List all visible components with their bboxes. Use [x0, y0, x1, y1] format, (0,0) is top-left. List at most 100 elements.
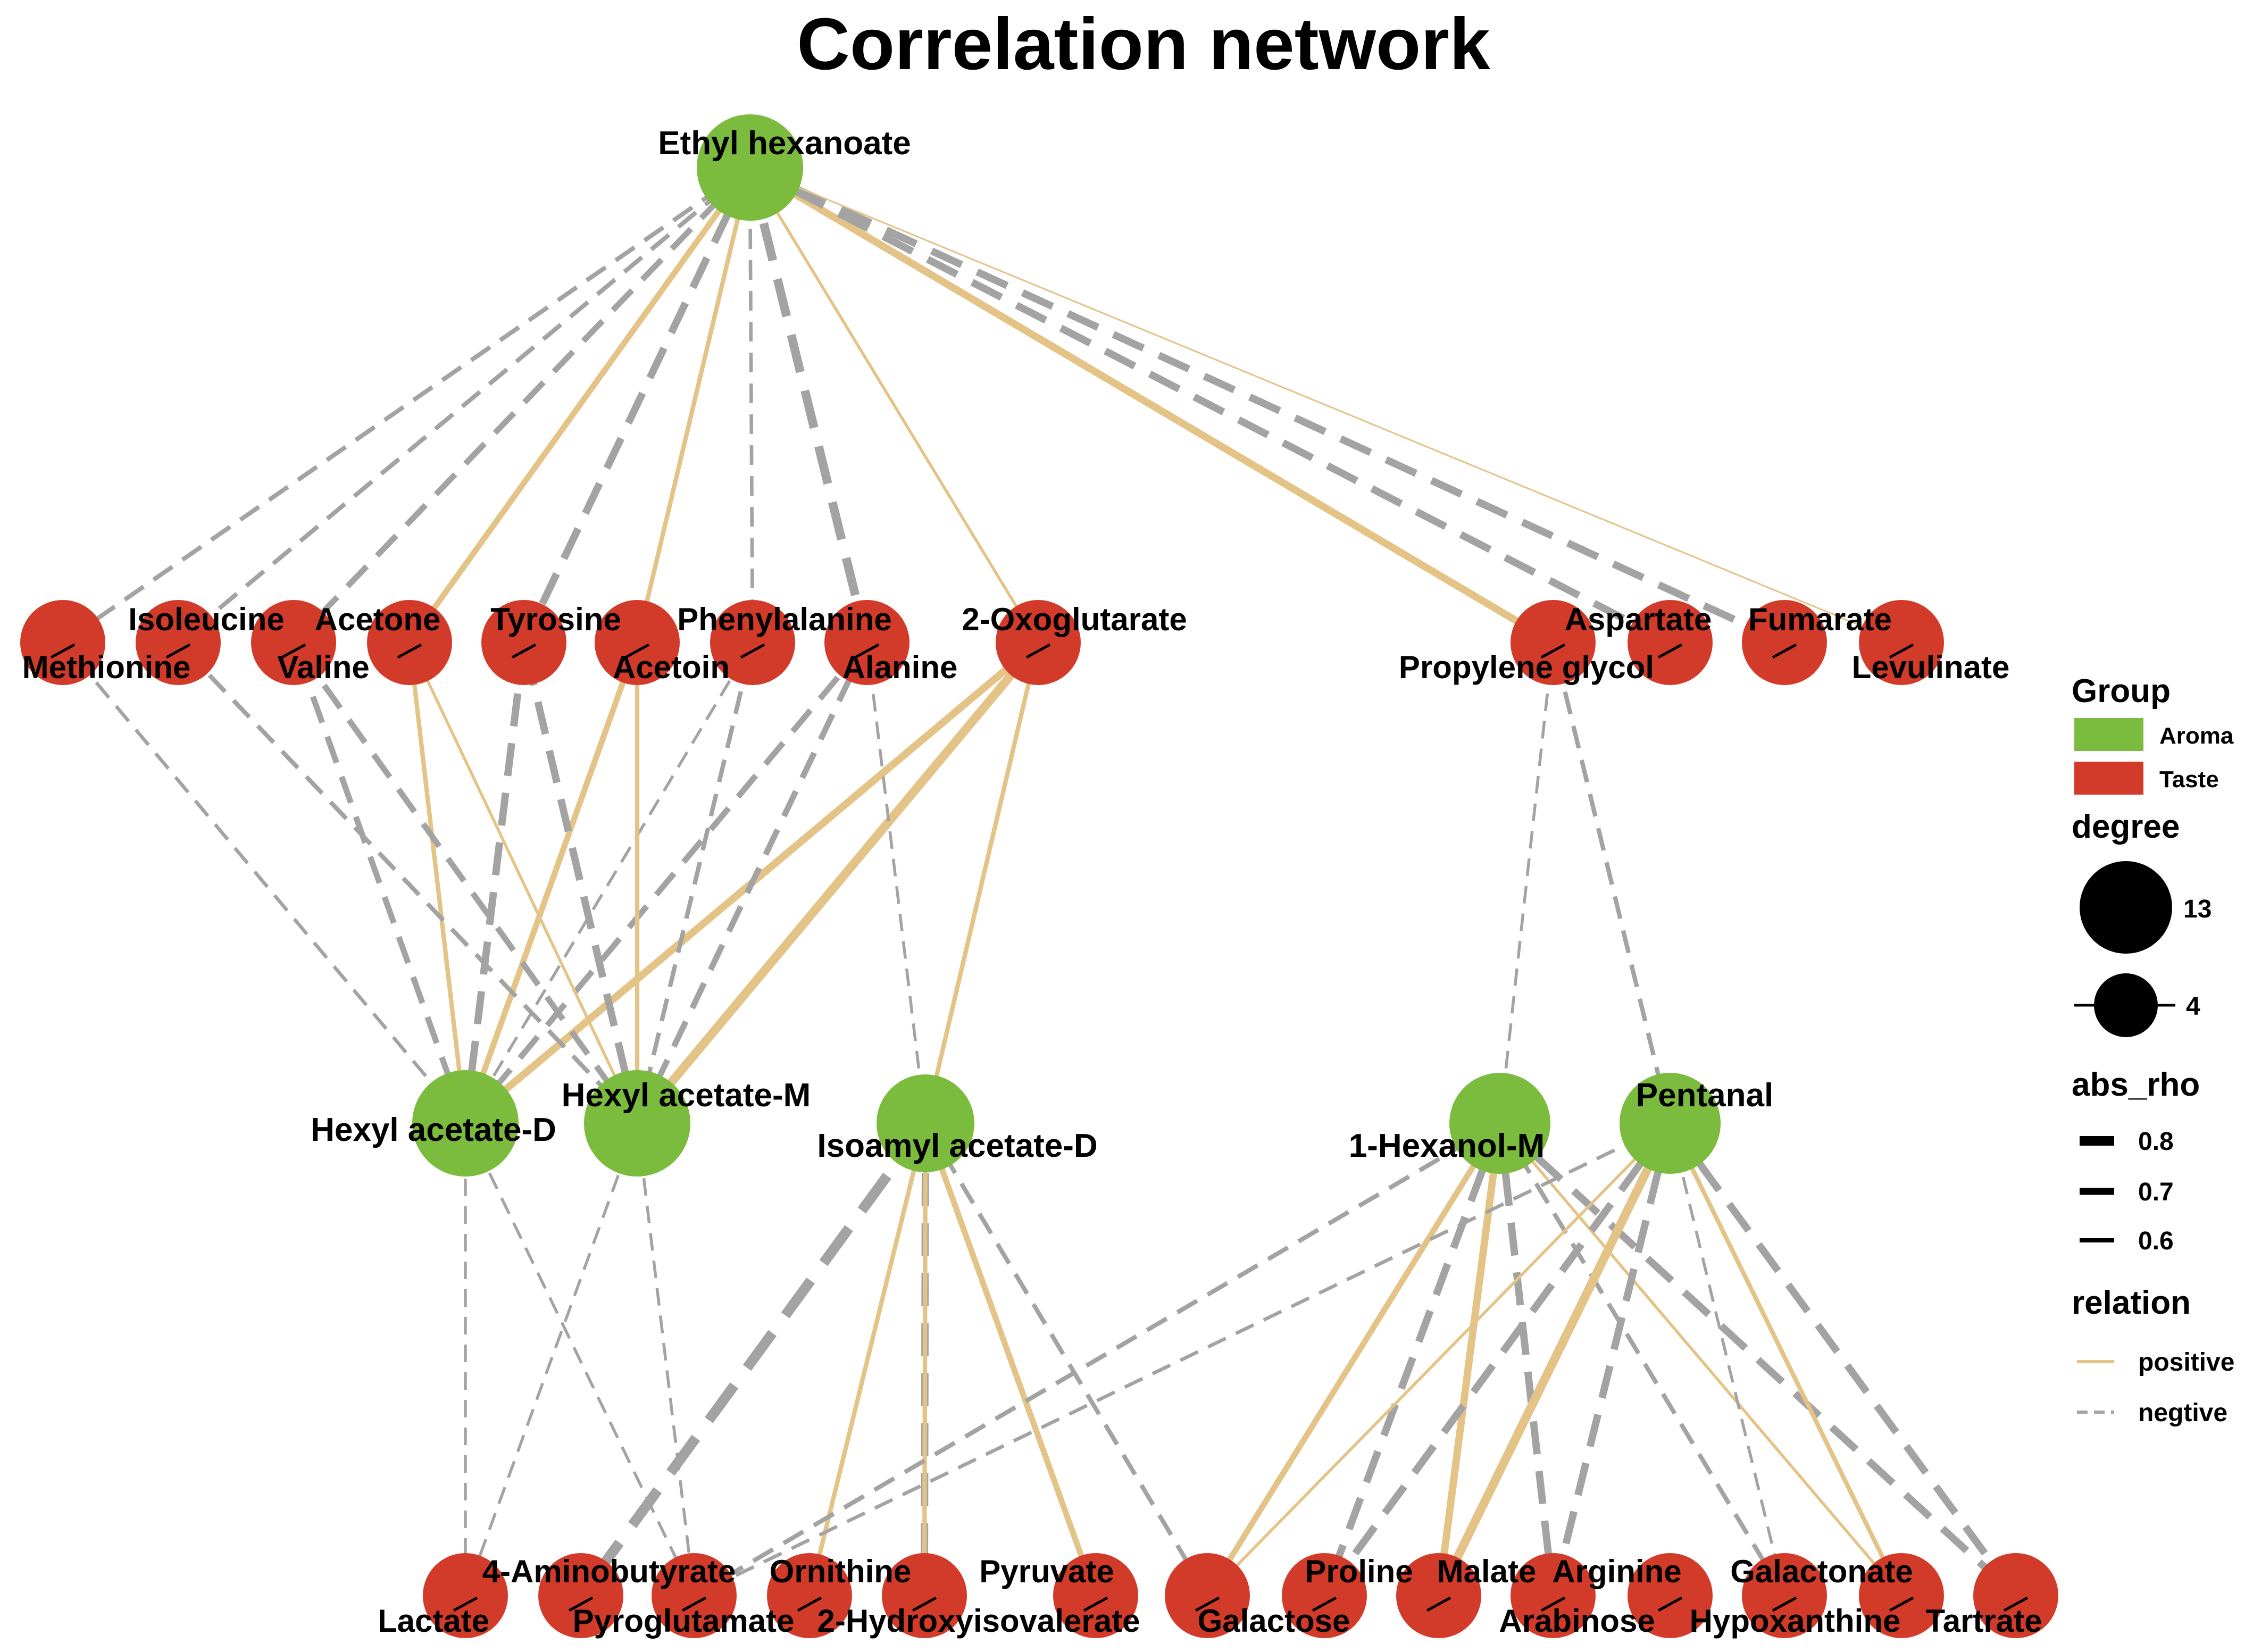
- edge-isoamyl-acetate-d-to-pyruvate: [922, 1122, 1099, 1597]
- edge-isoamyl-acetate-d-to-2-hydroxyisovalerate: [922, 1123, 928, 1596]
- label-leader-pyruvate: [1083, 1596, 1108, 1612]
- node-hexyl-acetate-m: [584, 1070, 690, 1177]
- edge-1-hexanol-m-to-malate: [1435, 1123, 1504, 1596]
- edge-hexyl-acetate-m-to-tyrosine: [520, 641, 641, 1124]
- label-leader-hypoxanthine: [1772, 1596, 1797, 1612]
- label-leader-malate: [1426, 1596, 1451, 1612]
- edge-isoamyl-acetate-d-to-galactose: [923, 1122, 1209, 1597]
- edge-ethyl-hexanoate-to-2-oxoglutarate: [748, 166, 1040, 644]
- edge-ethyl-hexanoate-to-fumarate: [748, 164, 1786, 646]
- legend-rho-06-label: 0.6: [2138, 1227, 2174, 1255]
- node-label-levulinate: Levulinate: [1852, 649, 2010, 685]
- label-leader-aspartate: [1657, 643, 1683, 659]
- edge-pentanal-to-galactose: [1206, 1122, 1671, 1597]
- edge-hexyl-acetate-d-to-alanine: [463, 640, 870, 1125]
- node-arginine: [1628, 1553, 1713, 1638]
- node-ethyl-hexanoate: [697, 114, 803, 221]
- node-propylene-glycol: [1511, 600, 1596, 685]
- label-leader-arginine: [1657, 1596, 1683, 1612]
- label-leader-phenylalanine: [740, 643, 765, 659]
- node-label-valine: Valine: [277, 649, 369, 685]
- node-label-hypoxanthine: Hypoxanthine: [1690, 1603, 1901, 1639]
- edge-hexyl-acetate-m-to-acetone: [408, 641, 639, 1124]
- node-label-isoleucine: Isoleucine: [128, 602, 284, 637]
- node-hexyl-acetate-d: [412, 1070, 519, 1177]
- node-label-lactate: Lactate: [378, 1603, 489, 1639]
- edge-1-hexanol-m-to-arabinose: [1496, 1123, 1557, 1596]
- node-galactonate: [1859, 1553, 1944, 1638]
- legend-swatch-taste: [2074, 762, 2143, 795]
- edge-hexyl-acetate-m-to-alanine: [635, 641, 870, 1125]
- edge-hexyl-acetate-d-to-acetoin: [462, 641, 640, 1124]
- node-label-acetoin: Acetoin: [613, 649, 730, 685]
- label-leader-galactose: [1195, 1596, 1220, 1612]
- node-4-aminobutyrate: [538, 1553, 623, 1638]
- label-leader-acetone: [397, 643, 422, 659]
- edge-pentanal-to-malate: [1434, 1121, 1674, 1598]
- chart-title: Correlation network: [797, 3, 1490, 85]
- network-edges: [61, 164, 2019, 1599]
- node-label-alanine: Alanine: [842, 649, 958, 685]
- edge-hexyl-acetate-m-to-phenylalanine: [635, 642, 755, 1124]
- node-label-hexyl-acetate-d: Hexyl acetate-D: [311, 1112, 556, 1148]
- legend-group-aroma-label: Aroma: [2159, 723, 2234, 749]
- node-label-4-aminobutyrate: 4-Aminobutyrate: [482, 1554, 736, 1589]
- legend-degree-13-label: 13: [2183, 895, 2212, 923]
- node-pyruvate: [1053, 1553, 1138, 1638]
- node-label-acetone: Acetone: [315, 602, 441, 637]
- label-leader-levulinate: [1889, 643, 1914, 659]
- label-leader-lactate: [453, 1596, 478, 1612]
- edge-pentanal-to-arabinose: [1549, 1122, 1674, 1597]
- node-label-arabinose: Arabinose: [1499, 1603, 1655, 1639]
- node-2-oxoglutarate: [996, 600, 1081, 685]
- node-aspartate: [1628, 600, 1713, 685]
- node-label-malate: Malate: [1437, 1554, 1537, 1589]
- label-leader-tyrosine: [511, 643, 537, 659]
- node-methionine: [20, 600, 105, 685]
- node-alanine: [824, 600, 909, 685]
- node-lactate: [423, 1553, 508, 1638]
- node-label-aspartate: Aspartate: [1565, 602, 1712, 637]
- node-fumarate: [1742, 600, 1827, 685]
- edge-ethyl-hexanoate-to-propylene-glycol: [748, 164, 1555, 646]
- legend-relation-title: relation: [2072, 1284, 2191, 1321]
- label-leader-proline: [1312, 1596, 1337, 1612]
- edge-hexyl-acetate-d-to-tyrosine: [462, 642, 528, 1124]
- node-label-pentanal: Pentanal: [1636, 1077, 1773, 1114]
- node-label-ethyl-hexanoate: Ethyl hexanoate: [658, 125, 911, 162]
- edge-1-hexanol-m-to-proline: [1321, 1122, 1504, 1597]
- label-leader-pyroglutamate: [681, 1596, 707, 1612]
- label-leader-galactonate: [1889, 1596, 1914, 1612]
- node-2-hydroxyisovalerate: [882, 1553, 967, 1638]
- label-leader-valine: [281, 643, 306, 659]
- label-leader-methionine: [50, 643, 76, 659]
- node-label-pyroglutamate: Pyroglutamate: [573, 1603, 795, 1639]
- edge-hexyl-acetate-m-to-isoleucine: [176, 641, 639, 1125]
- legend-group-taste-label: Taste: [2159, 766, 2219, 792]
- legend-degree-title: degree: [2072, 808, 2180, 845]
- edge-hexyl-acetate-d-to-phenylalanine: [464, 641, 754, 1124]
- legend-rho-07-label: 0.7: [2138, 1178, 2174, 1206]
- node-label-propylene-glycol: Propylene glycol: [1399, 649, 1654, 685]
- edge-ethyl-hexanoate-to-alanine: [745, 166, 872, 644]
- edge-pentanal-to-galactonate: [1668, 1122, 1904, 1597]
- label-leader-fumarate: [1772, 643, 1797, 659]
- legend-relation-negative-label: negtive: [2138, 1399, 2227, 1427]
- node-label-methionine: Methionine: [22, 649, 191, 685]
- node-pyroglutamate: [652, 1553, 737, 1638]
- edge-ethyl-hexanoate-to-tyrosine: [520, 166, 754, 644]
- node-label-arginine: Arginine: [1552, 1554, 1681, 1589]
- edge-ethyl-hexanoate-to-aspartate: [748, 164, 1672, 646]
- network-nodes: [20, 114, 2058, 1638]
- edge-hexyl-acetate-d-to-methionine: [61, 641, 467, 1125]
- label-leader-2-oxoglutarate: [1025, 643, 1051, 659]
- node-label-proline: Proline: [1305, 1554, 1413, 1589]
- legend-swatch-aroma: [2074, 718, 2143, 751]
- legend-degree-small: [2094, 973, 2158, 1037]
- node-label-phenylalanine: Phenylalanine: [677, 602, 891, 637]
- edge-pentanal-to-propylene-glycol: [1550, 642, 1673, 1124]
- node-label-ornithine: Ornithine: [770, 1554, 912, 1589]
- legend-group-title: Group: [2072, 673, 2171, 710]
- edge-ethyl-hexanoate-to-acetone: [407, 165, 753, 645]
- edge-hexyl-acetate-d-to-acetone: [407, 642, 468, 1124]
